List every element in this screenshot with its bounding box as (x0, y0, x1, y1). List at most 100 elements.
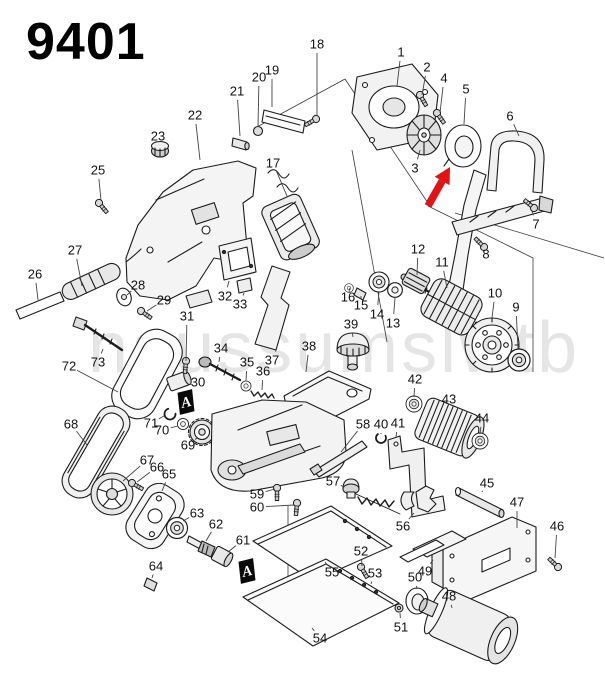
front-rail-shape (237, 443, 306, 475)
leader-line (554, 534, 557, 559)
part-number-label: 10 (488, 286, 502, 301)
cord-clip-shape (116, 287, 132, 307)
part-number-label: 66 (150, 460, 164, 475)
part-number-label: 65 (162, 467, 176, 482)
leader-line (218, 356, 221, 363)
pin-shape (353, 287, 367, 301)
brush-block-shape (236, 277, 253, 294)
line-art (15, 63, 564, 665)
part-number-label: 56 (396, 519, 410, 534)
roller-bracket-shape (431, 516, 537, 601)
part-number-label: 20 (252, 70, 266, 85)
leader-line (513, 124, 520, 137)
part-labels-layer: 1234567891011121314151617181920212223252… (28, 37, 564, 646)
front-roller-shape (414, 397, 485, 459)
leader-line (463, 97, 466, 125)
arrow-shaft (424, 179, 446, 208)
washer-shape (176, 417, 190, 431)
leader-line (242, 292, 245, 296)
part-number-label: 46 (550, 519, 564, 534)
part-number-label: 5 (462, 82, 469, 97)
leader-line (443, 270, 448, 289)
leader-line (393, 297, 396, 315)
pawl-lever-shape (415, 485, 437, 513)
washer-shape (240, 380, 252, 392)
leader-line (351, 332, 354, 338)
part-number-label: 2 (423, 60, 430, 75)
leader-line (158, 415, 165, 420)
part-number-label: 33 (233, 297, 247, 312)
brush-cap-shape (150, 140, 170, 158)
part-number-label: 55 (325, 565, 339, 580)
part-number-label: 14 (370, 307, 384, 322)
part-number-label: 43 (442, 392, 456, 407)
leader-line (126, 290, 132, 296)
part-number-label: 19 (265, 63, 279, 78)
field-coil-shape (261, 193, 320, 261)
part-number-label: 6 (506, 109, 513, 124)
direction-badge: A (177, 389, 195, 415)
bearing-shape (405, 395, 423, 413)
leader-line (76, 369, 119, 393)
leader-line (76, 430, 88, 446)
cap-shape (342, 478, 360, 499)
lever-fork-shape (400, 491, 415, 511)
leader-line (450, 604, 453, 609)
leader-line (227, 545, 237, 553)
bearing-shape (507, 348, 531, 372)
dust-ring-shape (443, 124, 482, 168)
part-number-label: 30 (191, 375, 205, 390)
annotation-arrow (424, 167, 450, 208)
leader-line (275, 347, 278, 352)
gear-shape (187, 417, 217, 447)
part-number-label: 9 (512, 300, 519, 315)
leader-line (491, 301, 495, 319)
part-number-label: 4 (440, 71, 447, 86)
leader-line (237, 99, 241, 137)
badges-layer: AA (177, 389, 256, 584)
part-number-label: 18 (310, 37, 324, 52)
leader-line (340, 484, 345, 488)
rear-roller-shape (418, 587, 519, 665)
screw-shape (545, 555, 564, 573)
guide-plate-shape (399, 530, 467, 563)
part-number-label: 58 (356, 417, 370, 432)
leader-line (396, 60, 401, 87)
lead-wire-shape (267, 169, 290, 179)
part-number-label: 39 (344, 317, 358, 332)
arrow-head (434, 167, 450, 186)
leader-line (305, 354, 309, 373)
leader-line (416, 149, 421, 160)
screw-shape (291, 498, 302, 517)
part-number-label: 64 (149, 559, 163, 574)
leader-line (76, 258, 83, 287)
retaining-clip-shape (163, 407, 177, 421)
part-number-label: 69 (181, 438, 195, 453)
part-number-label: 41 (391, 416, 405, 431)
washer-shape (387, 282, 403, 298)
spacer-shape (166, 370, 192, 392)
part-number-label: 37 (265, 353, 279, 368)
screw-shape (93, 197, 111, 216)
leader-line (136, 472, 151, 483)
gear-shaft-shape (186, 535, 216, 558)
leader-line (98, 178, 102, 201)
leader-line (205, 531, 212, 542)
front-grip-shape (486, 130, 545, 194)
hex-nut-shape (394, 603, 404, 613)
leader-line (531, 210, 534, 216)
part-number-label: 49 (418, 564, 432, 579)
brush-holder-plate-shape (218, 237, 257, 281)
part-number-label: 44 (475, 411, 489, 426)
leader-line (481, 490, 484, 493)
bushing-shape (210, 545, 234, 568)
part-number-label: 7 (532, 217, 539, 232)
motor-housing-shape (125, 160, 257, 309)
direction-badge: A (238, 558, 256, 584)
part-number-label: 68 (64, 417, 78, 432)
part-number-label: 26 (28, 267, 42, 282)
leader-line (35, 282, 39, 301)
part-number-label: 67 (140, 453, 154, 468)
part-number-label: 27 (68, 243, 82, 258)
